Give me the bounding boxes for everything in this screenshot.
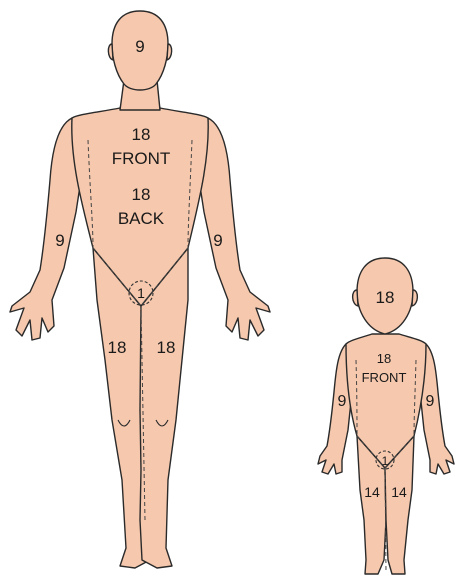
child-left-leg-value: 14 <box>391 484 407 500</box>
adult-right-arm-value: 9 <box>55 231 64 250</box>
child-right-leg-value: 14 <box>364 484 380 500</box>
child-head-value: 18 <box>376 288 395 307</box>
adult-left-arm-value: 9 <box>213 231 222 250</box>
adult-front-label: FRONT <box>112 149 171 168</box>
adult-head-value: 9 <box>135 37 144 56</box>
adult-groin-value: 1 <box>137 285 145 301</box>
child-left-arm-value: 9 <box>426 393 435 410</box>
child-front-label: FRONT <box>362 370 407 385</box>
child-groin-value: 1 <box>382 454 389 468</box>
adult-right-leg-value: 18 <box>108 338 127 357</box>
child-right-arm-value: 9 <box>338 393 347 410</box>
adult-back-label: BACK <box>118 209 165 228</box>
child-front-value: 18 <box>377 351 391 366</box>
adult-back-value: 18 <box>132 185 151 204</box>
adult-left-leg-value: 18 <box>157 338 176 357</box>
adult-front-value: 18 <box>132 125 151 144</box>
